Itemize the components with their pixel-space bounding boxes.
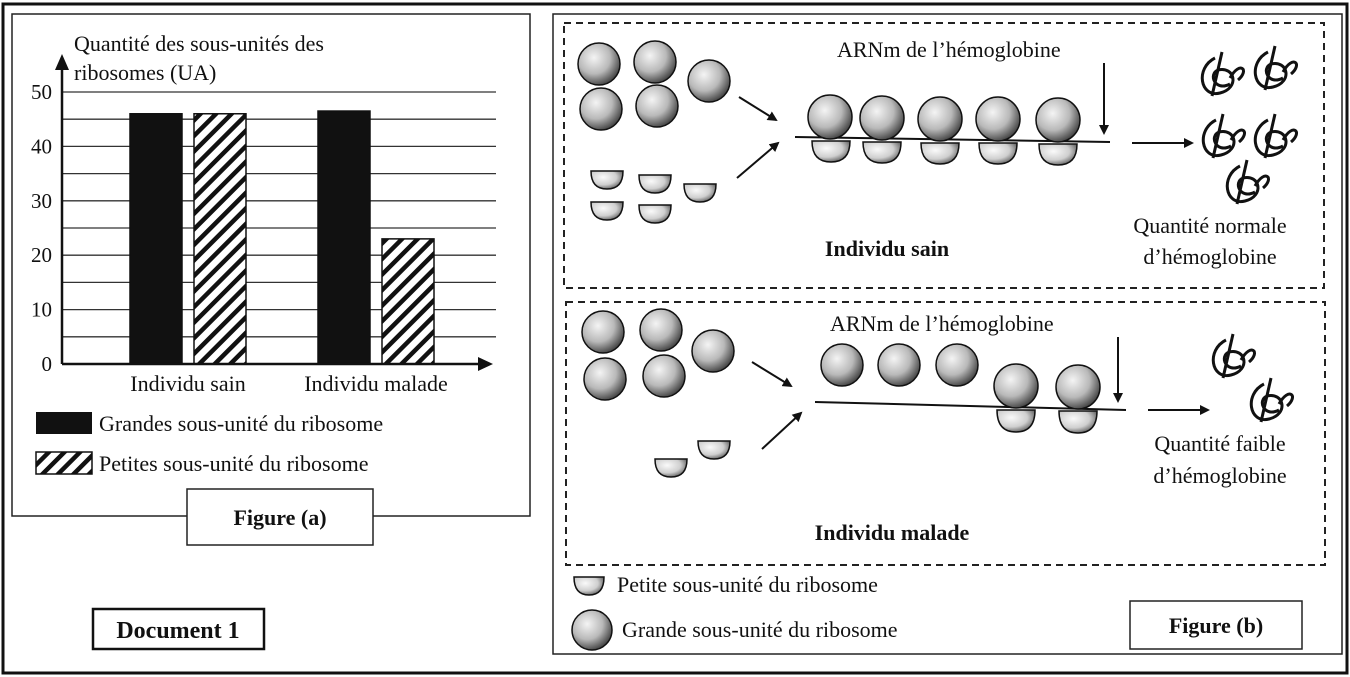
legend-small-label: Petites sous-unité du ribosome [99, 451, 368, 476]
healthy-arrow-small [736, 141, 780, 179]
chart-bars [129, 110, 435, 365]
figure-b-frame [552, 13, 1343, 655]
legend-large-subunit-icon [571, 609, 613, 651]
x-tick-labels: Individu sain Individu malade [130, 371, 448, 396]
y-tick-label: 10 [31, 298, 52, 322]
document-label: Document 1 [116, 618, 239, 644]
legend-small-subunit-icon [573, 576, 605, 596]
ribosome [807, 94, 853, 163]
bar-large-sain [129, 113, 183, 365]
healthy-mrna-label: ARNm de l’hémoglobine [837, 37, 1061, 62]
sick-free-large-waiting [820, 343, 979, 387]
bar-small-sain [193, 113, 247, 365]
legend-small-swatch [35, 451, 93, 475]
sick-arrow-large [751, 361, 793, 388]
legend-large-swatch [36, 412, 92, 434]
figure-b-caption: Figure (b) [1169, 613, 1263, 638]
healthy-result-line1: Quantité normale [1133, 213, 1286, 238]
sick-mrna-label: ARNm de l’hémoglobine [830, 311, 1054, 336]
y-axis-arrow-icon [55, 54, 69, 70]
figure-b-caption-box [1129, 600, 1303, 650]
y-tick-label: 20 [31, 243, 52, 267]
y-axis-label-line2: ribosomes (UA) [74, 60, 216, 85]
figure-a-caption-box [186, 488, 374, 546]
healthy-arrow-large [738, 96, 778, 122]
legend-large-label: Grandes sous-unité du ribosome [99, 411, 383, 436]
sick-hemoglobin-icons [1211, 333, 1294, 423]
y-tick-label: 40 [31, 134, 52, 158]
x-tick-label: Individu malade [304, 371, 448, 396]
healthy-hemoglobin-icons [1200, 45, 1298, 205]
figure-a-frame [11, 13, 531, 517]
sick-arrow-small [761, 411, 803, 450]
y-tick-label: 30 [31, 189, 52, 213]
healthy-result-line2: d’hémoglobine [1143, 244, 1276, 269]
healthy-title: Individu sain [825, 236, 949, 261]
bar-small-malade [381, 238, 435, 365]
bar-large-malade [317, 110, 371, 365]
ribosome [1035, 97, 1081, 166]
legend-large-subunit-label: Grande sous-unité du ribosome [622, 617, 898, 642]
bar-chart: Quantité des sous-unités des ribosomes (… [31, 31, 496, 396]
y-tick-label: 50 [31, 80, 52, 104]
legend-small-subunit-label: Petite sous-unité du ribosome [617, 572, 878, 597]
sick-result-line2: d’hémoglobine [1153, 463, 1286, 488]
ribosome [1055, 364, 1101, 434]
y-axis-label-line1: Quantité des sous-unités des [74, 31, 324, 56]
y-tick-labels: 0 10 20 30 40 50 [31, 80, 52, 376]
sick-ribosomes [993, 363, 1101, 434]
healthy-ribosomes [807, 94, 1081, 166]
ribosome [975, 96, 1021, 165]
sick-free-small-subunits [654, 440, 731, 478]
y-tick-label: 0 [42, 352, 53, 376]
figure-a-caption: Figure (a) [233, 505, 326, 530]
ribosome [993, 363, 1039, 433]
x-tick-label: Individu sain [130, 371, 246, 396]
healthy-panel [563, 22, 1325, 289]
healthy-free-small-subunits [590, 170, 717, 224]
sick-title: Individu malade [815, 520, 970, 545]
x-axis-arrow-icon [478, 357, 493, 371]
sick-free-large-subunits [581, 308, 735, 401]
ribosome [859, 95, 905, 164]
sick-result-line1: Quantité faible [1154, 431, 1285, 456]
healthy-free-large-subunits [577, 40, 731, 131]
document-label-box [91, 607, 266, 651]
sick-panel [565, 301, 1326, 566]
ribosome [917, 96, 963, 165]
